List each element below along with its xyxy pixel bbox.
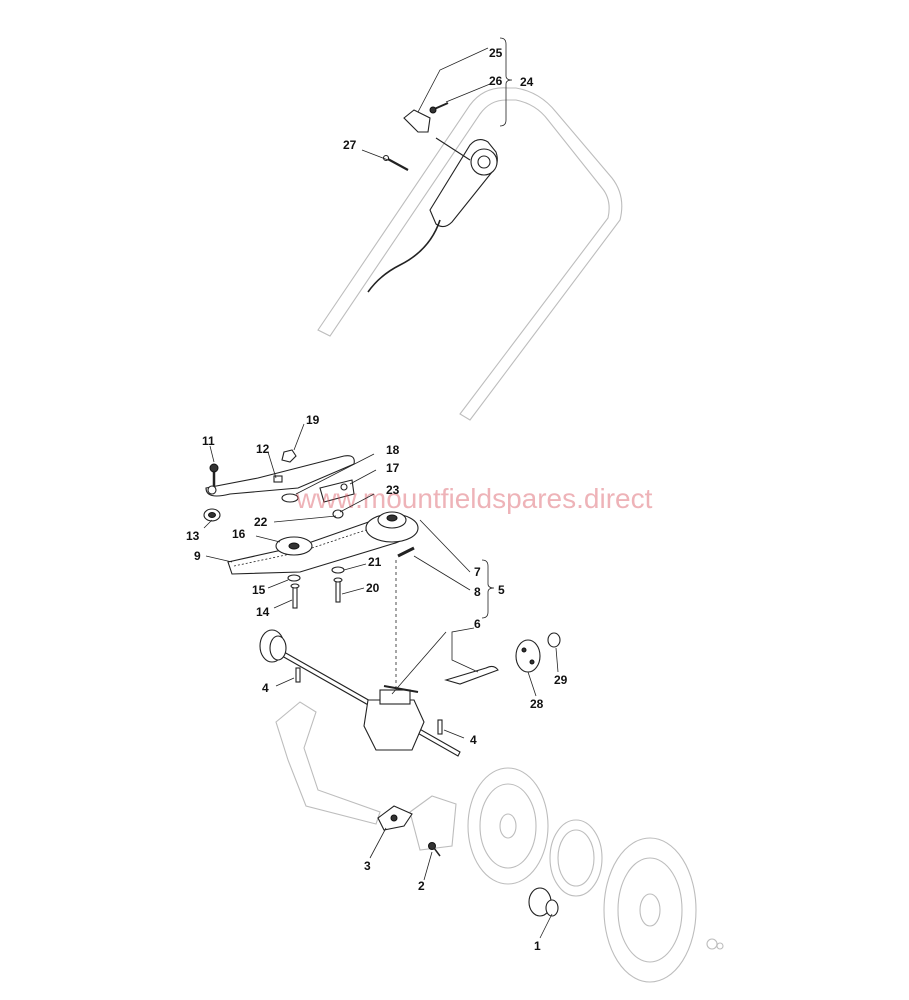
ghost-outer-wheel xyxy=(603,837,724,983)
bolt-20 xyxy=(333,577,343,603)
gearbox-linkage-6 xyxy=(444,665,499,685)
callout-7: 7 xyxy=(474,565,481,579)
bolt-14 xyxy=(290,583,300,609)
callout-29: 29 xyxy=(554,673,568,687)
nut-19 xyxy=(281,449,297,463)
callout-9: 9 xyxy=(194,549,201,563)
leader-lines xyxy=(203,37,559,939)
callout-4-right: 4 xyxy=(470,733,477,747)
nut-29 xyxy=(547,632,561,648)
pivot-bracket-3 xyxy=(377,805,413,831)
callout-22: 22 xyxy=(254,515,268,529)
callout-21: 21 xyxy=(368,555,382,569)
callout-24: 24 xyxy=(520,75,534,89)
callout-16: 16 xyxy=(232,527,246,541)
pin-4-left xyxy=(295,667,301,683)
callout-13: 13 xyxy=(186,529,200,543)
handle-bar xyxy=(317,87,623,421)
callout-6: 6 xyxy=(474,617,481,631)
callout-11: 11 xyxy=(202,434,215,448)
key-8 xyxy=(397,546,415,558)
callout-25: 25 xyxy=(489,46,503,60)
callout-18: 18 xyxy=(386,443,400,457)
pin-4-right xyxy=(437,719,443,735)
callout-3: 3 xyxy=(364,859,371,873)
washer-21 xyxy=(331,566,345,574)
idler-pulley-16 xyxy=(275,536,313,556)
callout-12: 12 xyxy=(256,442,270,456)
lever-assembly xyxy=(367,137,498,293)
callout-28: 28 xyxy=(530,697,544,711)
callout-15: 15 xyxy=(252,583,266,597)
callout-4-left: 4 xyxy=(262,681,269,695)
drive-pulley-7 xyxy=(365,511,419,543)
pinion-left xyxy=(259,629,287,663)
screw-26 xyxy=(429,102,449,114)
pinion-1 xyxy=(528,887,559,917)
ghost-inner-wheel xyxy=(467,767,549,885)
ghost-ring-gear xyxy=(549,819,603,897)
cam-plate-28 xyxy=(515,639,541,673)
washer-15 xyxy=(287,574,301,582)
callout-26: 26 xyxy=(489,74,503,88)
ghost-height-adjuster xyxy=(275,701,381,825)
lever-cap-25 xyxy=(403,109,431,133)
callout-17: 17 xyxy=(386,461,400,475)
washer-13 xyxy=(203,508,221,522)
screw-2 xyxy=(428,842,441,857)
callout-8: 8 xyxy=(474,585,481,599)
callout-23: 23 xyxy=(386,483,400,497)
ghost-wheel-bracket xyxy=(409,795,457,851)
callout-27: 27 xyxy=(343,138,357,152)
callout-5: 5 xyxy=(498,583,505,597)
callout-2: 2 xyxy=(418,879,425,893)
callout-labels: 25 26 24 27 19 11 12 18 17 23 22 13 16 9… xyxy=(186,46,568,953)
callout-1: 1 xyxy=(534,939,541,953)
watermark-text: www.mountfieldspares.direct xyxy=(295,483,653,514)
bolt-11 xyxy=(209,463,219,486)
gearbox-housing xyxy=(363,685,425,751)
spring-plate-17 xyxy=(319,479,355,503)
callout-19: 19 xyxy=(306,413,320,427)
washer-18 xyxy=(281,493,299,503)
callout-20: 20 xyxy=(366,581,380,595)
pin-27 xyxy=(382,154,409,171)
callout-14: 14 xyxy=(256,605,270,619)
